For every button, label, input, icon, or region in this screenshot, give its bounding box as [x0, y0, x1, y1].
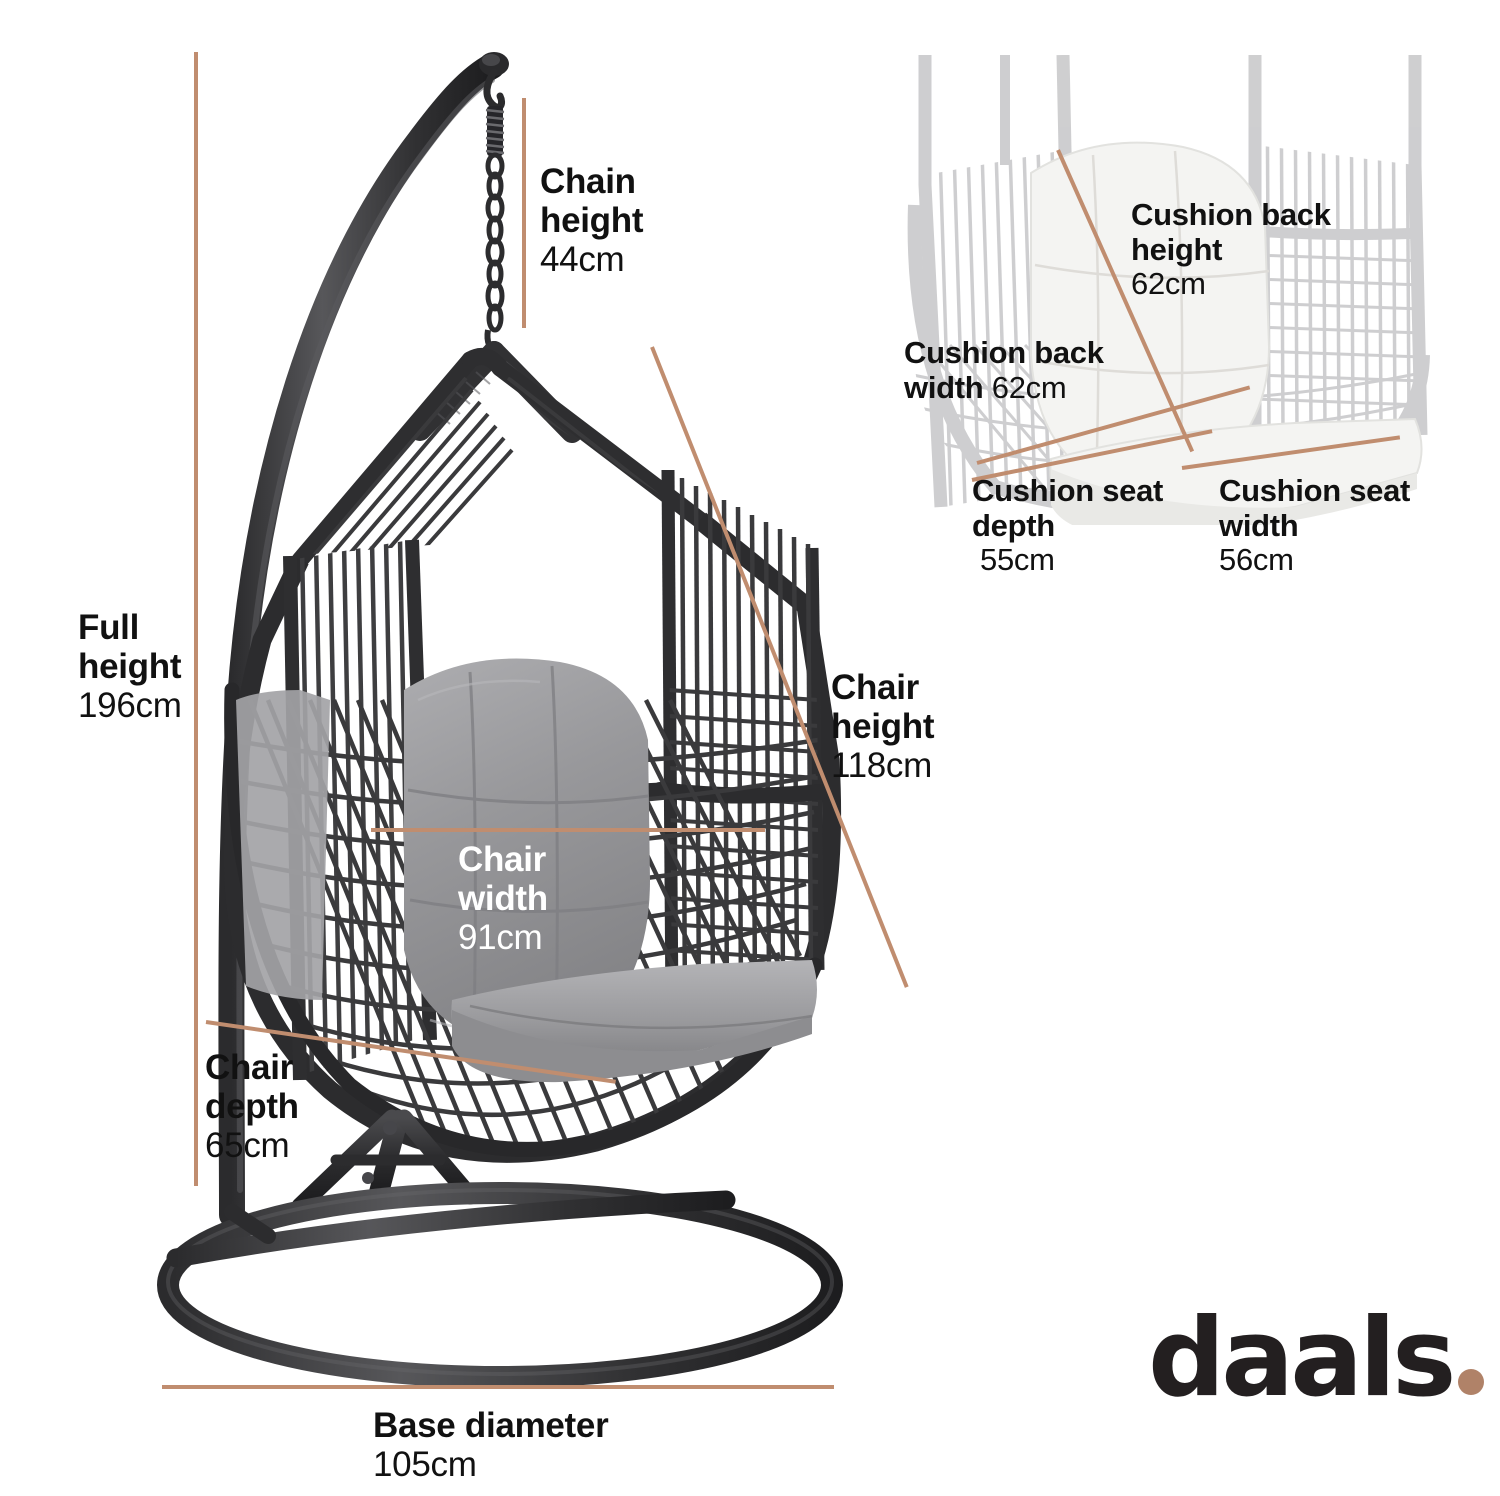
cushion-back-height-label: Cushion back height 62cm [1131, 197, 1331, 302]
cushion-back-width-title-line2: width [904, 369, 984, 405]
spring [485, 106, 505, 156]
base-diameter-label: Base diameter 105cm [373, 1406, 609, 1485]
cushion-back-width-value: 62cm [991, 369, 1067, 405]
cushion-seat-depth-title-line2: depth [972, 507, 1055, 543]
brand-name: daals [1148, 1296, 1456, 1421]
cushion-seat-width-label: Cushion seat width 56cm [1219, 473, 1411, 578]
cushion-back-height-title-line2: height [1131, 231, 1223, 267]
brand-dot [1458, 1369, 1485, 1395]
full-height-label: Full height 196cm [78, 608, 182, 726]
full-height-value: 196cm [78, 686, 182, 726]
chair-width-label: Chair width 91cm [458, 840, 548, 958]
chair-width-title-line2: width [458, 879, 548, 919]
chair-height-title-line2: height [831, 707, 935, 747]
cushion-seat-width-value: 56cm [1219, 542, 1294, 578]
cushion-seat-width-title-line2: width [1219, 507, 1299, 543]
chain [485, 152, 505, 333]
chain-height-title-line1: Chain [540, 162, 636, 201]
chain-height-label: Chain height 44cm [540, 162, 643, 280]
cushion-back-height-value: 62cm [1131, 266, 1206, 302]
base-diameter-value: 105cm [373, 1445, 477, 1485]
cushion-seat-width-title-line1: Cushion seat [1219, 473, 1411, 508]
chair-height-title-line1: Chair [831, 668, 919, 707]
cushion-seat-depth-value: 55cm [980, 542, 1055, 578]
full-height-title-line1: Full [78, 608, 140, 647]
base-diameter-rule [162, 1385, 834, 1389]
chain-height-title-line2: height [540, 201, 644, 241]
cushion-back-width-title-line1: Cushion back [904, 335, 1104, 370]
chair-depth-title-line1: Chair [205, 1048, 293, 1087]
chair-depth-title-line2: depth [205, 1087, 299, 1127]
chain-height-rule [522, 98, 526, 328]
chair-height-label: Chair height 118cm [831, 668, 934, 786]
chair-height-value: 118cm [831, 746, 932, 786]
cushion-detail-inset [907, 55, 1430, 525]
chair-depth-label: Chair depth 65cm [205, 1048, 299, 1166]
cushion-back-width-label: Cushion back width 62cm [904, 335, 1104, 405]
chair-depth-value: 65cm [205, 1126, 290, 1166]
cushion-seat-depth-title-line1: Cushion seat [972, 473, 1164, 508]
full-height-title-line2: height [78, 647, 182, 687]
chain-height-value: 44cm [540, 240, 625, 280]
full-height-rule [194, 52, 198, 1186]
cushion-seat-depth-label: Cushion seat depth 55cm [972, 473, 1164, 578]
chair-width-title-line1: Chair [458, 840, 546, 879]
cushion-back-height-title-line1: Cushion back [1131, 197, 1331, 232]
chair-width-value: 91cm [458, 918, 543, 958]
base-diameter-title: Base diameter [373, 1406, 609, 1445]
brand-logo: daals [1148, 1305, 1485, 1413]
chair-width-rule [371, 828, 765, 832]
